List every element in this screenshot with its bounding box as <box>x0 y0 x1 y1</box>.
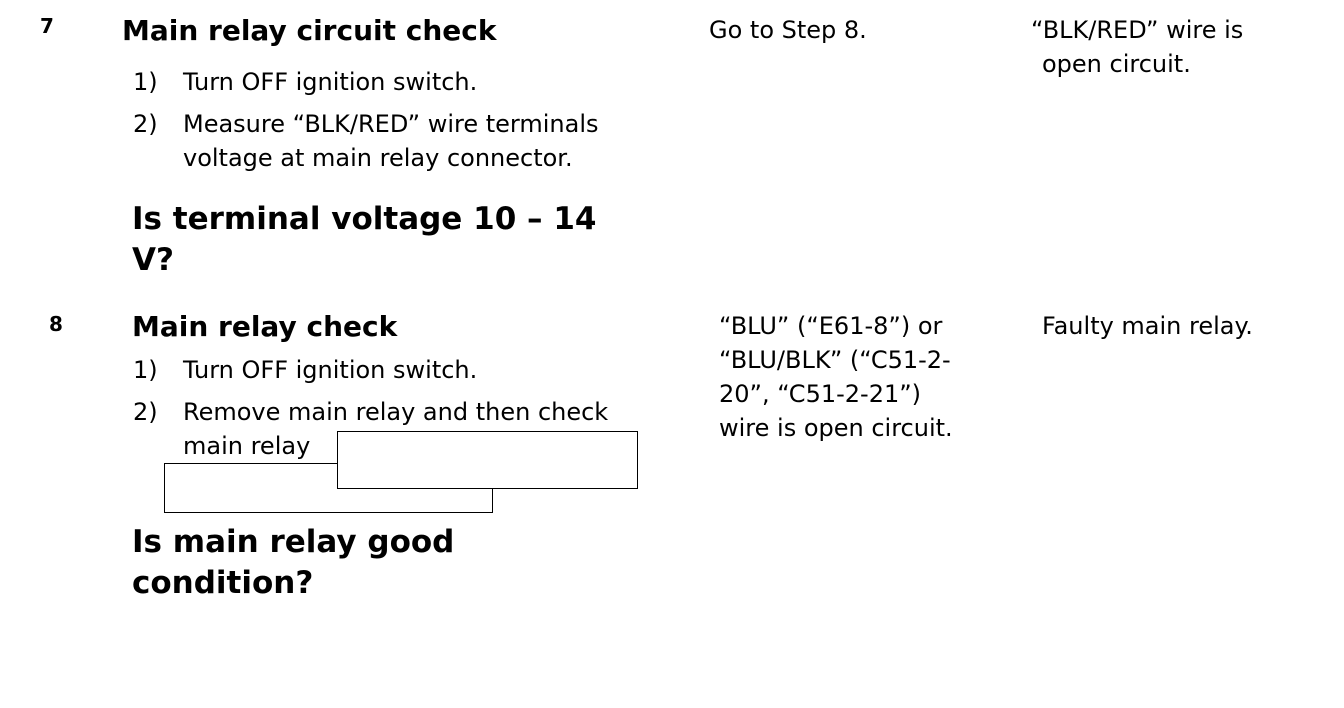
step-item-text: Measure “BLK/RED” wire terminals <box>183 110 599 138</box>
no-result: “BLK/RED” wire is open circuit. <box>1031 13 1243 81</box>
step-item-text: Turn OFF ignition switch. <box>183 356 478 384</box>
step-item-number: 1) <box>133 356 158 384</box>
step-number: 8 <box>49 312 63 336</box>
no-line: “BLK/RED” wire is <box>1031 16 1244 44</box>
yes-result: Go to Step 8. <box>709 13 867 47</box>
no-result: Faulty main relay. <box>1042 309 1253 343</box>
no-line: Faulty main relay. <box>1042 312 1253 340</box>
yes-line: 20”, “C51-2-21”) <box>719 380 922 408</box>
step-item-text: Remove main relay and then check <box>183 398 609 426</box>
question-line: Is terminal voltage 10 – 14 <box>132 201 597 237</box>
step-item-number: 2) <box>133 398 158 426</box>
yes-line: “BLU” (“E61-8”) or <box>719 312 943 340</box>
step-title: Main relay check <box>132 310 398 343</box>
no-line: open circuit. <box>1042 50 1191 78</box>
step-item-number: 1) <box>133 68 158 96</box>
step-title: Main relay circuit check <box>122 14 497 47</box>
yes-result: “BLU” (“E61-8”) or “BLU/BLK” (“C51-2- 20… <box>719 309 953 445</box>
step-question: Is main relay good condition? <box>132 522 454 604</box>
question-line: V? <box>132 242 174 278</box>
blank-box <box>337 431 638 489</box>
step-question: Is terminal voltage 10 – 14 V? <box>132 199 597 281</box>
step-item-text: Turn OFF ignition switch. <box>183 68 478 96</box>
step-number: 7 <box>40 14 54 38</box>
step-item-text: main relay <box>183 432 311 460</box>
yes-line: Go to Step 8. <box>709 16 867 44</box>
question-line: condition? <box>132 565 314 601</box>
question-line: Is main relay good <box>132 524 455 560</box>
yes-line: “BLU/BLK” (“C51-2- <box>719 346 951 374</box>
step-item-text: voltage at main relay connector. <box>183 144 573 172</box>
step-item-number: 2) <box>133 110 158 138</box>
yes-line: wire is open circuit. <box>719 414 953 442</box>
